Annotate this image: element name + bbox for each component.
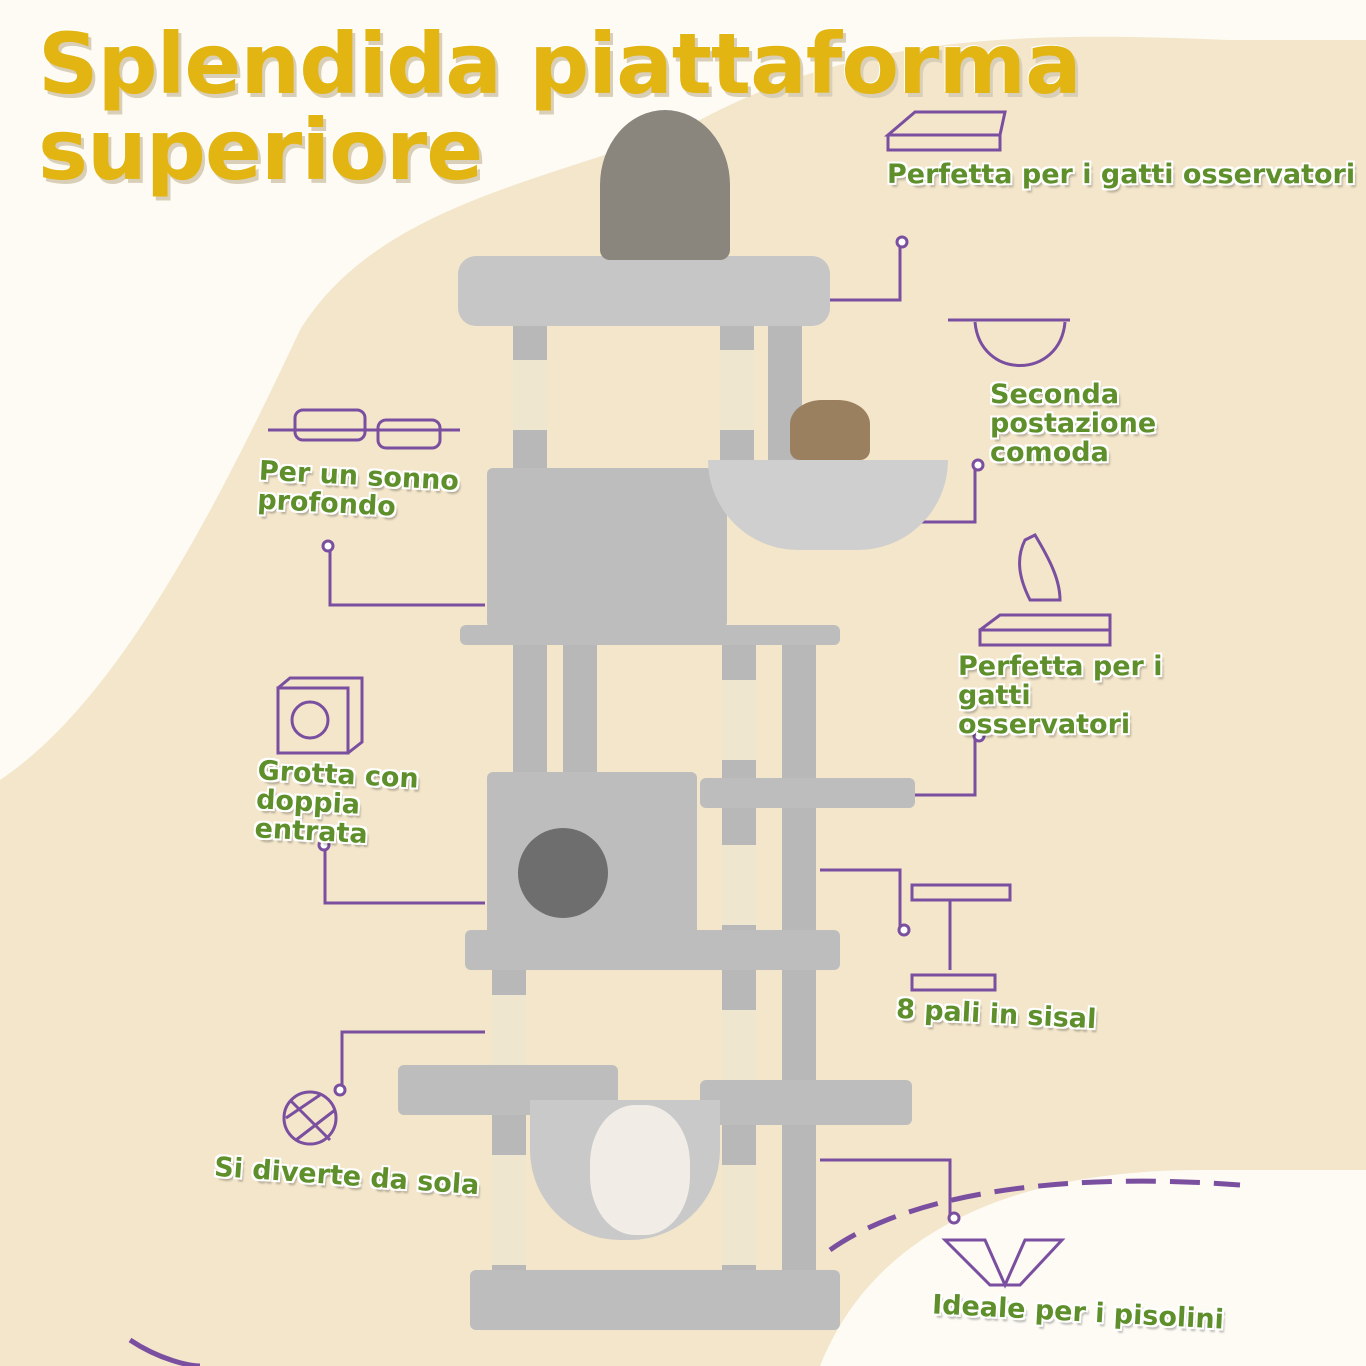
feature-label-basket: Seconda postazione comoda	[990, 379, 1157, 468]
feature-label-condo: Per un sonno profondo	[256, 455, 460, 523]
feature-label-cave: Grotta con doppia entrata	[253, 755, 420, 851]
feature-label-top-platform: Perfetta per i gatti osservatori	[887, 159, 1356, 190]
feature-icons	[268, 110, 1112, 1289]
title-line-1: Splendida piattaforma	[38, 15, 1082, 113]
title-line-2: superiore	[38, 101, 483, 199]
cat-photo	[600, 110, 730, 260]
feature-label-perch: Perfetta per i gatti osservatori	[958, 651, 1163, 740]
